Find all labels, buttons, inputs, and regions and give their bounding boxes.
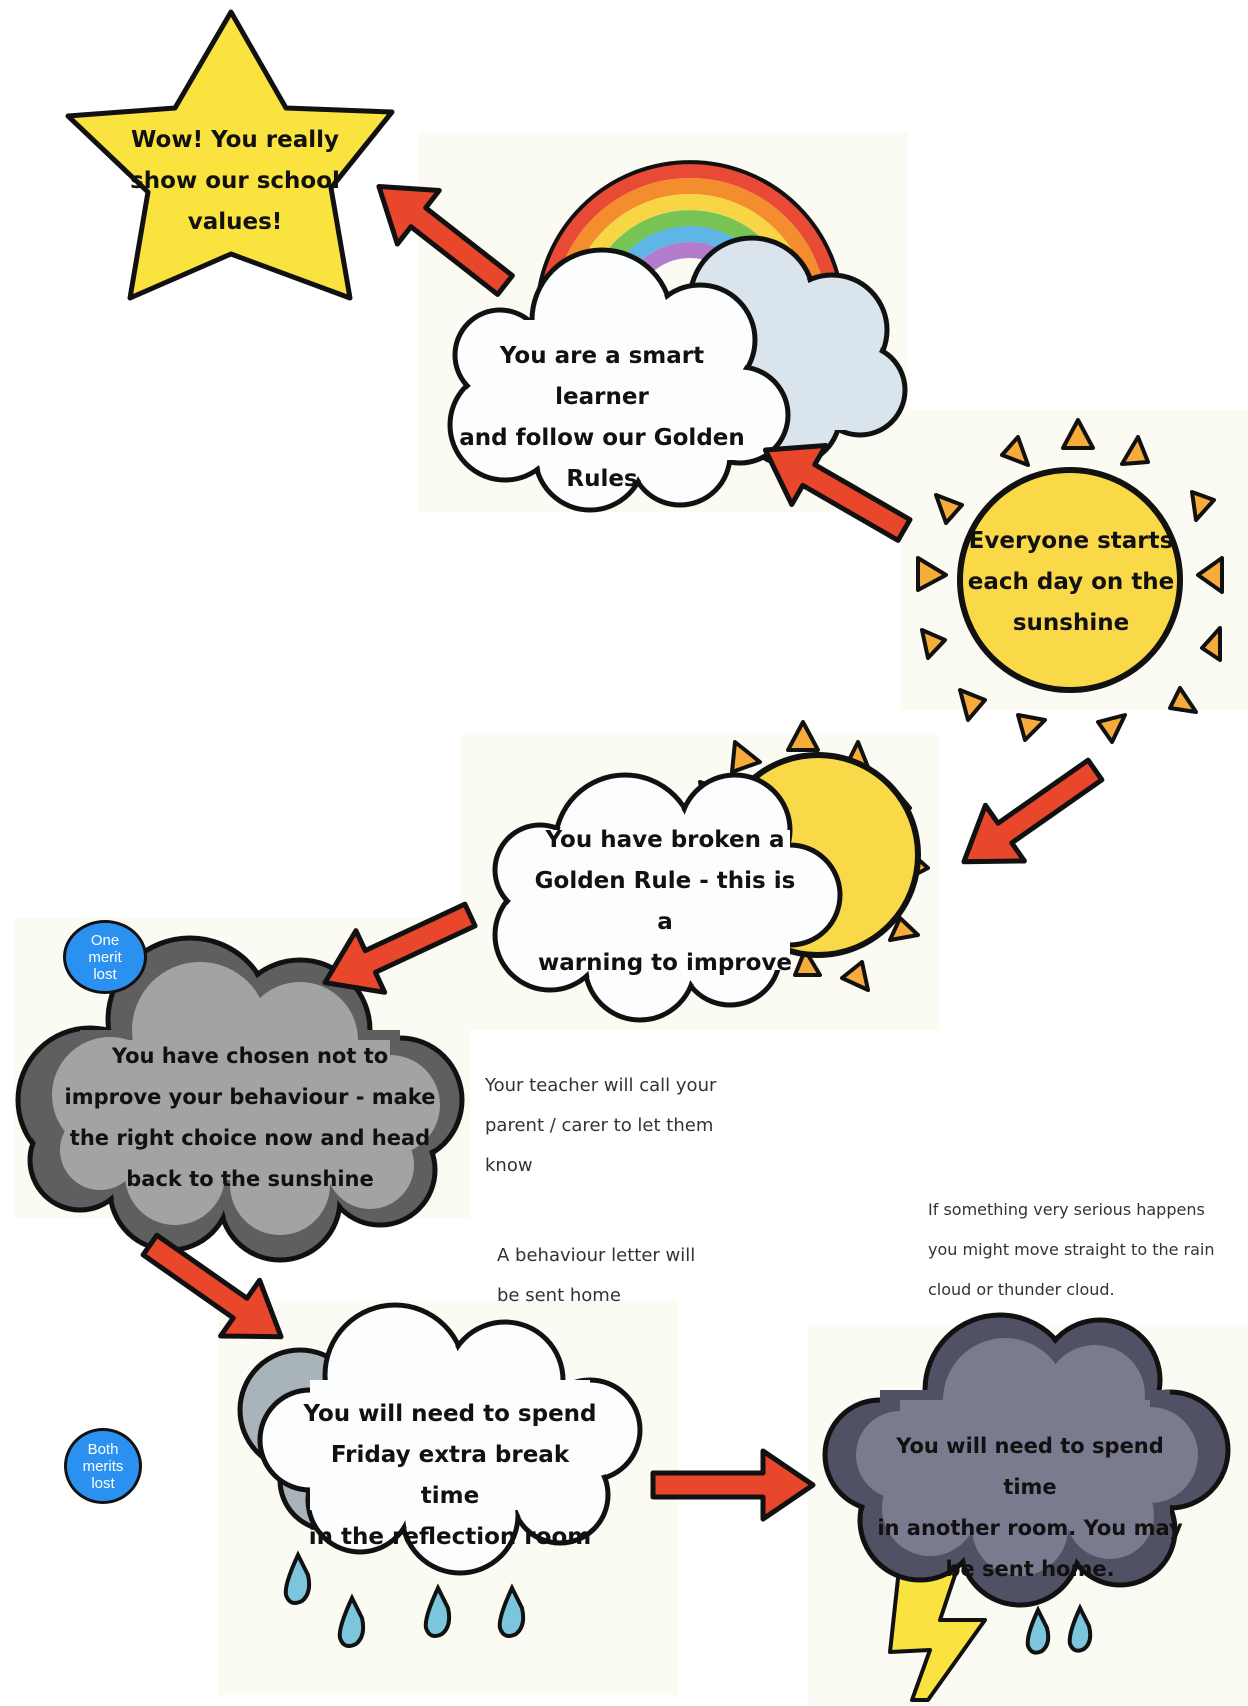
text-line: Rules	[566, 466, 638, 492]
star-icon	[65, 9, 395, 301]
raindrop-icon	[1025, 1603, 1093, 1655]
text-line: lost	[91, 1474, 115, 1492]
arrow-icon	[140, 183, 1105, 1522]
text-line: You are a smart learner	[499, 343, 705, 410]
text-line: Wow! You really	[130, 127, 340, 153]
text-line: You have broken a	[545, 827, 785, 853]
cloud-icon	[15, 935, 465, 1263]
text-line: Everyone starts	[968, 528, 1174, 554]
text-line: in another room. You may	[877, 1516, 1183, 1540]
cloud-icon	[822, 1312, 1231, 1608]
text-line: know	[485, 1155, 533, 1176]
text-line: improve your behaviour - make	[64, 1085, 436, 1109]
text-line: You will need to spend time	[896, 1434, 1164, 1499]
text-line: back to the sunshine	[126, 1167, 374, 1191]
teacher-call-note: Your teacher will call your parent / car…	[485, 1066, 745, 1186]
text-line: Friday extra break time	[330, 1442, 570, 1509]
warning-step-text: You have broken a Golden Rule - this is …	[525, 820, 805, 984]
text-line: lost	[93, 965, 117, 983]
behaviour-letter-note: A behaviour letter will be sent home	[497, 1236, 727, 1316]
cloud-icon	[237, 1302, 643, 1576]
text-line: Your teacher will call your	[485, 1075, 717, 1096]
text-line: merit	[88, 948, 122, 966]
cloud-icon	[447, 247, 791, 513]
sunshine-step-text: Everyone starts each day on the sunshine	[966, 521, 1176, 644]
text-line: You will need to spend	[303, 1401, 597, 1427]
text-line: If something very serious happens	[928, 1200, 1205, 1219]
text-line: be sent home	[497, 1285, 621, 1306]
text-line: parent / carer to let them	[485, 1115, 714, 1136]
text-line: in the reflection room	[308, 1524, 592, 1550]
thunder-cloud-step-text: You will need to spend time in another r…	[872, 1426, 1188, 1590]
text-line: Both	[87, 1440, 119, 1458]
text-line: Golden Rule - this is a	[534, 868, 796, 935]
text-line: sunshine	[1012, 610, 1130, 636]
text-line: show our school	[130, 168, 340, 194]
text-line: A behaviour letter will	[497, 1245, 696, 1266]
text-line: and follow our Golden	[459, 425, 745, 451]
text-line: you might move straight to the rain	[928, 1240, 1215, 1259]
text-line: values!	[187, 209, 283, 235]
lightning-icon	[888, 1558, 987, 1702]
text-line: One	[90, 931, 120, 949]
both-merits-lost-badge: Both merits lost	[64, 1428, 142, 1504]
text-line: cloud or thunder cloud.	[928, 1280, 1115, 1299]
text-line: warning to improve	[537, 950, 793, 976]
star-step-text: Wow! You really show our school values!	[120, 120, 350, 243]
text-line: the right choice now and head	[69, 1126, 431, 1150]
text-line: be sent home.	[945, 1557, 1115, 1581]
rain-cloud-step-text: You will need to spend Friday extra brea…	[300, 1394, 600, 1558]
cloud-icon	[492, 772, 843, 1023]
grey-cloud-step-text: You have chosen not to improve your beha…	[40, 1036, 460, 1200]
text-line: You have chosen not to	[111, 1044, 389, 1068]
text-line: merits	[82, 1457, 124, 1475]
text-line: each day on the	[967, 569, 1175, 595]
raindrop-icon	[283, 1550, 526, 1648]
rainbow-step-text: You are a smart learner and follow our G…	[452, 336, 752, 500]
one-merit-lost-badge: One merit lost	[63, 920, 147, 994]
sun-icon	[916, 418, 1224, 744]
serious-note: If something very serious happens you mi…	[928, 1190, 1246, 1310]
